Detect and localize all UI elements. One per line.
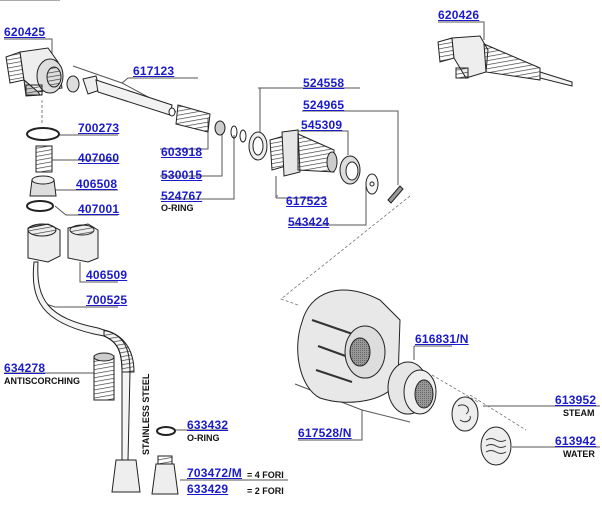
nut-406509-left xyxy=(27,223,61,263)
oring-700273 xyxy=(26,127,60,141)
part-note-633432: O-RING xyxy=(187,433,220,443)
part-label-703472m[interactable]: 703472/M xyxy=(187,466,242,480)
part-label-545309[interactable]: 545309 xyxy=(301,118,343,132)
part-label-524965[interactable]: 524965 xyxy=(303,98,345,112)
part-label-407060[interactable]: 407060 xyxy=(78,151,120,165)
cap-616831 xyxy=(387,361,437,415)
disc-613942 xyxy=(480,426,512,466)
nozzle-pipe xyxy=(111,459,141,493)
part-label-617123[interactable]: 617123 xyxy=(133,64,175,78)
part-drawings xyxy=(5,35,573,495)
leader-lines xyxy=(0,0,600,481)
part-label-406508[interactable]: 406508 xyxy=(76,177,118,191)
oring-633432 xyxy=(156,426,176,436)
part-note-703472m: = 4 FORI xyxy=(247,470,284,480)
part-label-633432[interactable]: 633432 xyxy=(187,418,229,432)
part-label-620426[interactable]: 620426 xyxy=(438,8,480,22)
part-label-613942[interactable]: 613942 xyxy=(555,434,597,448)
part-label-620425[interactable]: 620425 xyxy=(4,25,46,39)
stem xyxy=(66,75,176,117)
part-note-634278: ANTISCORCHING xyxy=(4,376,80,386)
pin-524965 xyxy=(387,185,404,204)
part-label-617528n[interactable]: 617528/N xyxy=(298,426,352,440)
part-label-530015[interactable]: 530015 xyxy=(161,168,203,182)
part-label-700273[interactable]: 700273 xyxy=(78,121,120,135)
sleeve-634278 xyxy=(93,355,115,401)
oring-524767 xyxy=(230,125,238,139)
part-note-524767: O-RING xyxy=(161,203,194,213)
part-label-700525[interactable]: 700525 xyxy=(86,293,128,307)
ring-530015 xyxy=(214,120,226,136)
part-label-543424[interactable]: 543424 xyxy=(288,215,330,229)
part-note-613952: STEAM xyxy=(563,408,595,418)
part-label-613952[interactable]: 613952 xyxy=(555,393,597,407)
spring-603918 xyxy=(175,104,211,133)
part-label-524767[interactable]: 524767 xyxy=(161,189,203,203)
oring-407001 xyxy=(26,200,54,212)
part-label-617523[interactable]: 617523 xyxy=(286,194,328,208)
part-note-613942: WATER xyxy=(563,449,595,459)
nut-406509-right xyxy=(67,223,99,263)
knob-617528 xyxy=(297,289,401,403)
body-617523 xyxy=(269,129,338,177)
part-note-633429: = 2 FORI xyxy=(247,486,284,496)
pipe-700525 xyxy=(32,261,131,461)
part-label-616831n[interactable]: 616831/N xyxy=(415,332,469,346)
nozzle-tip xyxy=(157,455,173,465)
pipe-material-label: STAINLESS STEEL xyxy=(141,373,151,455)
part-label-633429[interactable]: 633429 xyxy=(187,482,229,496)
dashed-axis-lines xyxy=(41,100,527,431)
disc-613952 xyxy=(451,396,479,432)
part-label-407001[interactable]: 407001 xyxy=(78,202,120,216)
part-label-406509[interactable]: 406509 xyxy=(86,268,128,282)
part-label-634278[interactable]: 634278 xyxy=(4,361,46,375)
spring-407060 xyxy=(35,145,53,173)
valve-body-left xyxy=(5,47,64,97)
valve-assembly-right xyxy=(437,35,573,87)
part-label-524558[interactable]: 524558 xyxy=(303,76,345,90)
part-label-603918[interactable]: 603918 xyxy=(161,145,203,159)
